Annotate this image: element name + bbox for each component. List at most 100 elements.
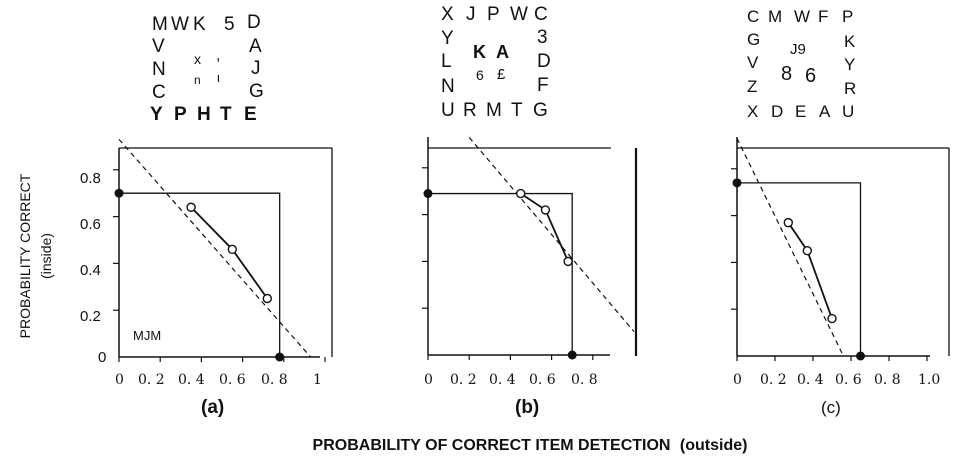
- stim-b-bottom-4: G: [533, 100, 548, 121]
- stim-b-bottom-2: M: [486, 100, 502, 121]
- stim-a-top-1: W: [171, 14, 189, 35]
- stim-c-left-1: V: [747, 53, 759, 72]
- dashed-line-c-path: [736, 138, 844, 357]
- x-tick-label-a-0: 0: [115, 372, 124, 388]
- stim-c-bottom-2: E: [795, 102, 806, 121]
- filled-point-c-1: [856, 351, 865, 361]
- data-line-c-path: [787, 222, 833, 319]
- panel-a: M W K 5 D V N C A J G Y P H T E x , n ι: [80, 12, 333, 418]
- open-point-a-2: [262, 293, 273, 304]
- dashed-line-b-path: [468, 136, 635, 332]
- filled-point-a-1: [275, 352, 285, 362]
- stim-c-inner-0: J9: [790, 41, 806, 58]
- x-axis-title: PROBABILITY OF CORRECT ITEM DETECTION (o…: [313, 437, 748, 454]
- ref-rect-a: [119, 192, 281, 357]
- filled-point-b-0: [423, 189, 433, 199]
- x-tick-label-b-1: 0. 2: [450, 372, 477, 388]
- x-tick-label-c-5: 1.0: [918, 372, 940, 388]
- y-axis-title-sub: (inside): [38, 233, 54, 279]
- dashed-line-a: [118, 138, 312, 358]
- panel-label-c: (c): [821, 398, 841, 417]
- open-point-b-1: [540, 205, 551, 215]
- stim-c-bottom-0: X: [747, 102, 758, 121]
- filled-point-a-0: [114, 188, 124, 198]
- stim-c-right-1: Y: [844, 55, 855, 74]
- data-line-b-path: [520, 192, 569, 262]
- stim-b-top-4: C: [534, 4, 548, 25]
- stim-c-top-4: P: [842, 7, 853, 26]
- filled-point-c-0: [732, 178, 742, 188]
- panel-c: C M W F P G V Z K Y R X D E A U J9 8 6: [731, 7, 950, 417]
- stim-a-left-2: C: [152, 82, 166, 103]
- dashed-line-c: [736, 138, 844, 357]
- stim-b-top-2: P: [487, 4, 500, 25]
- x-tick-label-a-4: 0. 8: [261, 372, 288, 388]
- dashed-line-a-path: [118, 138, 312, 358]
- x-tick-label-c-2: 0. 4: [797, 372, 824, 388]
- stimulus-b: X J P W C Y L N 3 D F U R M T G K A 6 £: [441, 4, 551, 121]
- points-a: [114, 188, 285, 362]
- x-tick-label-c-0: 0: [733, 372, 742, 388]
- y-tick-label-a-0.6: 0.6: [80, 216, 101, 233]
- x-axis-title-suffix: (outside): [680, 437, 748, 454]
- stim-a-right-2: G: [249, 81, 264, 102]
- stim-a-bottom-1: P: [174, 104, 187, 125]
- x-tick-label-c-1: 0. 2: [760, 372, 787, 388]
- points-c: [732, 178, 865, 361]
- data-line-b: [520, 192, 569, 262]
- x-axis-title-main: PROBABILITY OF CORRECT ITEM DETECTION: [313, 437, 671, 454]
- stim-a-right-0: A: [249, 36, 262, 57]
- x-tick-label-a-1: 0. 2: [138, 372, 165, 388]
- x-tick-label-b-0: 0: [424, 372, 433, 388]
- stim-a-bottom-0: Y: [150, 104, 163, 125]
- stim-b-right-0: 3: [537, 27, 548, 48]
- stim-c-right-0: K: [844, 32, 856, 51]
- stim-b-right-2: F: [537, 75, 549, 96]
- stim-a-inner-2: n: [194, 73, 201, 87]
- stim-b-left-1: L: [441, 51, 452, 72]
- stim-c-top-0: C: [747, 7, 759, 26]
- y-tick-label-a-0: 0: [98, 349, 106, 366]
- stim-c-right-2: R: [844, 79, 856, 98]
- open-point-a-1: [227, 244, 238, 255]
- stim-b-bottom-3: T: [511, 100, 523, 121]
- stimulus-c: C M W F P G V Z K Y R X D E A U J9 8 6: [747, 7, 856, 121]
- stim-b-inner-3: £: [497, 66, 506, 83]
- stim-b-bottom-1: R: [463, 100, 477, 121]
- stimulus-a: M W K 5 D V N C A J G Y P H T E x , n ι: [150, 12, 264, 125]
- stim-a-top-3: 5: [224, 14, 235, 35]
- x-tick-label-b-2: 0. 4: [489, 372, 516, 388]
- stim-c-top-1: M: [768, 7, 782, 26]
- x-tick-label-a-2: 0. 4: [178, 372, 205, 388]
- x-tick-label-b-4: 0. 8: [571, 372, 598, 388]
- reference-rect-b: [428, 192, 573, 355]
- stim-a-top-2: K: [193, 14, 206, 35]
- x-tick-label-a-3: 0. 6: [219, 372, 246, 388]
- stim-c-bottom-1: D: [771, 102, 783, 121]
- stim-c-top-2: W: [794, 7, 810, 26]
- ticks-c: [731, 168, 928, 361]
- open-point-c-0: [783, 217, 793, 228]
- stim-a-bottom-3: T: [220, 104, 232, 125]
- stim-c-left-2: Z: [747, 77, 757, 96]
- open-point-c-1: [802, 245, 812, 256]
- stim-a-inner-3: ι: [217, 70, 220, 85]
- reference-rect-a: [119, 192, 281, 357]
- stim-a-bottom-2: H: [197, 104, 211, 125]
- ticks-a: [113, 169, 326, 362]
- x-tick-label-a-5: 1: [313, 372, 322, 388]
- stim-a-top-0: M: [152, 14, 168, 35]
- stim-b-inner-2: 6: [476, 67, 484, 83]
- stim-b-left-2: N: [441, 76, 455, 97]
- x-tick-label-c-3: 0. 6: [835, 372, 862, 388]
- y-tick-label-a-0.8: 0.8: [80, 170, 101, 187]
- reference-rect-c: [737, 182, 862, 356]
- stim-a-inner-1: ,: [216, 47, 220, 64]
- panel-label-a: (a): [201, 397, 224, 418]
- stim-c-bottom-4: U: [842, 102, 854, 121]
- points-b: [423, 188, 577, 360]
- filled-point-b-1: [567, 350, 577, 360]
- stim-b-inner-1: A: [496, 42, 509, 62]
- stim-b-bottom-0: U: [441, 100, 455, 121]
- stim-c-top-3: F: [818, 7, 828, 26]
